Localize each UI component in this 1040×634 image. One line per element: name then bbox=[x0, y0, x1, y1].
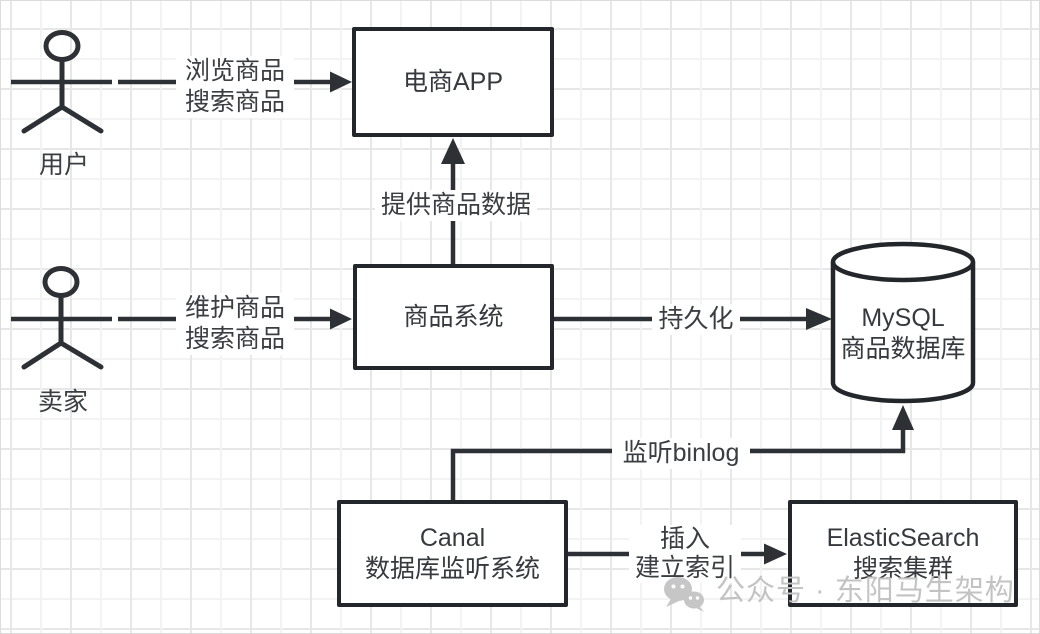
edge-label-insert-line1: 插入 bbox=[659, 525, 710, 553]
node-es-label-line1: ElasticSearch bbox=[826, 523, 980, 552]
edge-label-user-app-line1: 浏览商品 bbox=[184, 57, 285, 85]
node-elasticsearch-cluster: ElasticSearch 搜索集群 bbox=[788, 500, 1018, 607]
node-mysql-label-line1: MySQL bbox=[861, 304, 945, 332]
edge-label-seller-product-line1: 维护商品 bbox=[184, 294, 285, 322]
wechat-icon bbox=[664, 577, 704, 612]
user-actor-icon bbox=[21, 30, 104, 134]
seller-actor-icon bbox=[21, 266, 104, 370]
edge-label-seller-product-line2: 搜索商品 bbox=[184, 325, 285, 353]
node-mysql-database: MySQL 商品数据库 bbox=[833, 303, 973, 365]
node-es-label-line2: 搜索集群 bbox=[852, 554, 953, 583]
node-product-system-label: 商品系统 bbox=[403, 302, 504, 331]
edge-label-user-app: 浏览商品 搜索商品 bbox=[176, 56, 294, 118]
watermark: 公众号 · 东阳马生架构 bbox=[663, 574, 1015, 614]
node-ecommerce-app-label: 电商APP bbox=[402, 67, 504, 96]
node-canal-label-line1: Canal bbox=[419, 523, 486, 552]
node-mysql-label-line2: 商品数据库 bbox=[840, 335, 966, 363]
watermark-text: 公众号 · 东阳马生架构 bbox=[716, 575, 1015, 607]
node-canal-system: Canal 数据库监听系统 bbox=[337, 500, 568, 607]
edge-label-persistence: 持久化 bbox=[652, 304, 740, 335]
edge-label-seller-product: 维护商品 搜索商品 bbox=[176, 293, 294, 355]
actor-label-seller: 卖家 bbox=[37, 388, 88, 416]
node-canal-label-line2: 数据库监听系统 bbox=[364, 554, 540, 583]
edge-label-user-app-line2: 搜索商品 bbox=[184, 88, 285, 116]
edge-label-product-app: 提供商品数据 bbox=[375, 190, 537, 221]
actor-label-user: 用户 bbox=[38, 151, 89, 179]
node-product-system: 商品系统 bbox=[353, 264, 554, 370]
edge-label-binlog: 监听binlog bbox=[612, 438, 750, 469]
node-ecommerce-app: 电商APP bbox=[352, 27, 554, 137]
edge-label-insert-line2: 建立索引 bbox=[634, 554, 735, 582]
